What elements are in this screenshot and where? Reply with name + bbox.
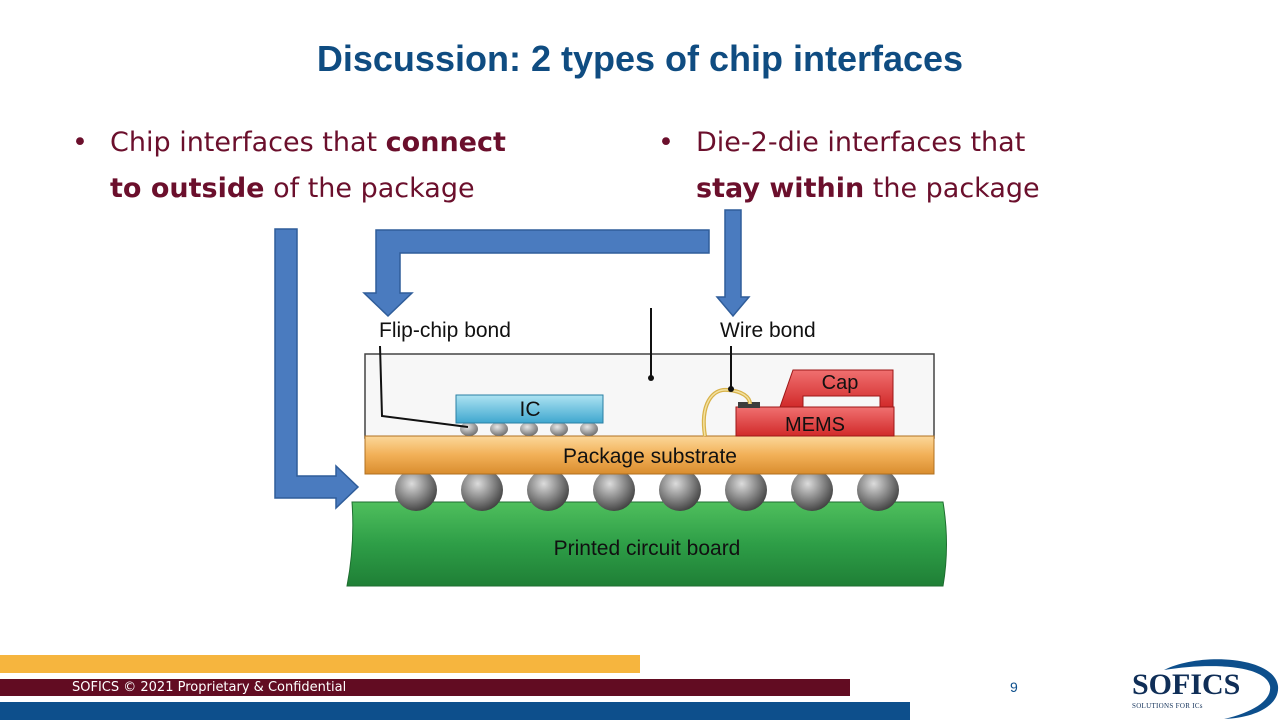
slide-title: Discussion: 2 types of chip interfaces [316,38,964,79]
logo-tagline: SOLUTIONS FOR ICs [1132,702,1203,710]
solder-ball [593,469,635,511]
flip-chip-leader-line [379,345,469,428]
printed-circuit-board [346,501,947,587]
bullet-bold-text: to outside [110,173,265,204]
bullet-text: the package [864,173,1040,204]
flip-chip-bond-label: Flip-chip bond [379,319,511,342]
cap-label: Cap [822,372,859,394]
solder-balls [395,469,899,511]
bump [580,422,598,436]
bond-wire-highlight [703,389,751,437]
bullet-outside-interfaces: • Chip interfaces that connect to outsid… [72,120,530,212]
sofics-logo: SOFICS SOLUTIONS FOR ICs [1124,656,1280,720]
solder-ball [791,469,833,511]
logo-text: SOFICS [1132,668,1241,701]
bullet-bold-text: stay within [696,173,865,204]
solder-ball [725,469,767,511]
bond-pad [738,402,760,408]
bullet-die2die-interfaces: • Die-2-die interfaces that stay within … [658,120,1096,212]
bump [490,422,508,436]
solder-ball [395,469,437,511]
package-substrate [364,435,935,475]
ic-label: IC [520,398,541,421]
bullet-text: of the package [264,173,475,204]
mems-label: MEMS [785,414,845,436]
bump [550,422,568,436]
footer-bar-maroon [0,679,850,696]
solder-ball [527,469,569,511]
bump [460,422,478,436]
bump [520,422,538,436]
substrate-label: Package substrate [563,445,737,468]
solder-ball [659,469,701,511]
solder-ball [461,469,503,511]
footer-bar-yellow [0,655,640,673]
page-number: 9 [1010,679,1018,695]
footer-bar-blue [0,702,910,720]
mems-die [735,406,895,437]
bullet-bold-text: connect [385,127,506,158]
wire-bond-point [728,386,734,392]
solder-ball [857,469,899,511]
bullet-text: Die-2-die interfaces that [696,127,1026,158]
pcb-label: Printed circuit board [554,537,741,560]
wire-bond-label: Wire bond [720,319,816,342]
flip-chip-bumps [460,422,598,436]
bullet-marker: • [658,127,674,158]
arrow-outside-connection [274,228,360,510]
mold-point [648,375,654,381]
ic-die [455,394,604,424]
footer-copyright: SOFICS © 2021 Proprietary & Confidential [72,680,347,695]
arrow-die2die-to-wirebond [715,209,751,318]
bullet-marker: • [72,127,88,158]
arrow-die2die-to-flipchip [362,229,710,318]
bullet-text: Chip interfaces that [110,127,386,158]
